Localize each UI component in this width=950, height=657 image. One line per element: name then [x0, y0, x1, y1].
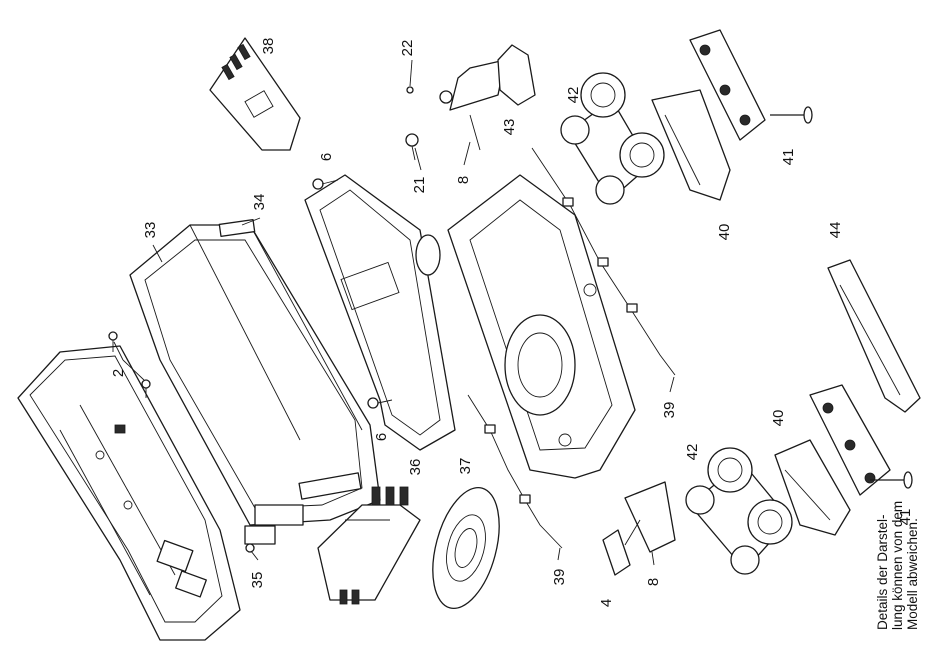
leader-35	[251, 551, 258, 560]
label-34: 34	[251, 194, 268, 211]
part-40-housing-top	[652, 90, 730, 200]
part-38-decoder-board	[210, 38, 300, 150]
label-6-top: 6	[318, 153, 335, 161]
label-35: 35	[249, 572, 266, 589]
leader-8-top	[464, 142, 470, 165]
part-41-pin-top	[770, 107, 812, 123]
leader-39-bottom	[558, 548, 560, 560]
part-21-part	[406, 134, 418, 160]
part-8-coupler-top	[450, 60, 505, 150]
label-42-top: 42	[565, 87, 582, 104]
part-37-speaker	[421, 480, 511, 615]
label-37: 37	[457, 458, 474, 475]
part-35-clip	[246, 544, 254, 552]
label-43: 43	[501, 119, 518, 136]
label-39-top: 39	[661, 402, 678, 419]
note-line-2: lung können von dem	[890, 0, 905, 630]
part-4-piece	[603, 530, 630, 575]
label-22: 22	[399, 40, 416, 57]
part-42-bogie-bottom	[686, 448, 792, 574]
label-6-bottom: 6	[373, 433, 390, 441]
disclaimer-note: Details der Darstel- lung können von dem…	[875, 0, 945, 630]
part-8-coupler-bottom	[625, 482, 675, 552]
label-39-bottom: 39	[551, 569, 568, 586]
label-41-top: 41	[780, 149, 797, 166]
label-21: 21	[411, 177, 428, 194]
label-2: 2	[110, 369, 127, 377]
label-36: 36	[407, 459, 424, 476]
note-line-3: Modell abweichen.	[905, 0, 920, 630]
part-43-mount	[498, 45, 535, 105]
note-line-1: Details der Darstel-	[875, 0, 890, 630]
label-4: 4	[598, 599, 615, 607]
label-33: 33	[142, 222, 159, 239]
label-44: 44	[827, 222, 844, 239]
label-8-bottom: 8	[645, 578, 662, 586]
label-40-top: 40	[716, 224, 733, 241]
label-38: 38	[260, 38, 277, 55]
leader-22	[410, 60, 412, 86]
leader-21	[415, 148, 421, 170]
label-8-top: 8	[455, 176, 472, 184]
part-chassis	[448, 175, 635, 478]
label-42-bottom: 42	[684, 444, 701, 461]
leader-39-top	[670, 377, 674, 392]
label-40-bottom: 40	[770, 410, 787, 427]
part-22-part	[407, 87, 452, 103]
leader-8-bottom	[652, 552, 654, 565]
